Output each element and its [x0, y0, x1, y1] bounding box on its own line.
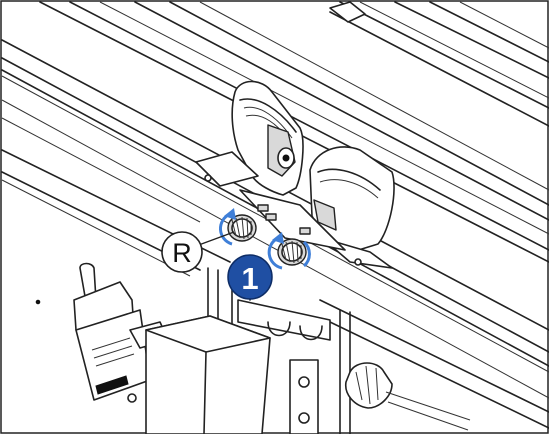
rotation-arrow-icon	[219, 208, 236, 246]
left-adjustment-knob	[227, 214, 257, 242]
right-adjustment-knob	[277, 238, 307, 266]
handle-assembly	[73, 262, 169, 403]
right-clamp-housing	[309, 146, 395, 269]
gearbox-housing	[145, 315, 271, 434]
side-marker-circle-icon	[161, 231, 203, 273]
left-clamp-housing	[195, 80, 304, 196]
step-badge-circle-icon	[227, 254, 273, 300]
star-knob	[344, 362, 471, 431]
side-marker-callout: R	[161, 231, 235, 273]
upper-rail-assembly	[1, 1, 549, 373]
step-number: 1	[241, 261, 258, 296]
side-marker-label: R	[172, 238, 192, 268]
rotation-arrow-icon	[267, 232, 311, 270]
step-badge: 1	[227, 254, 273, 300]
right-rail-assembly	[329, 1, 549, 127]
